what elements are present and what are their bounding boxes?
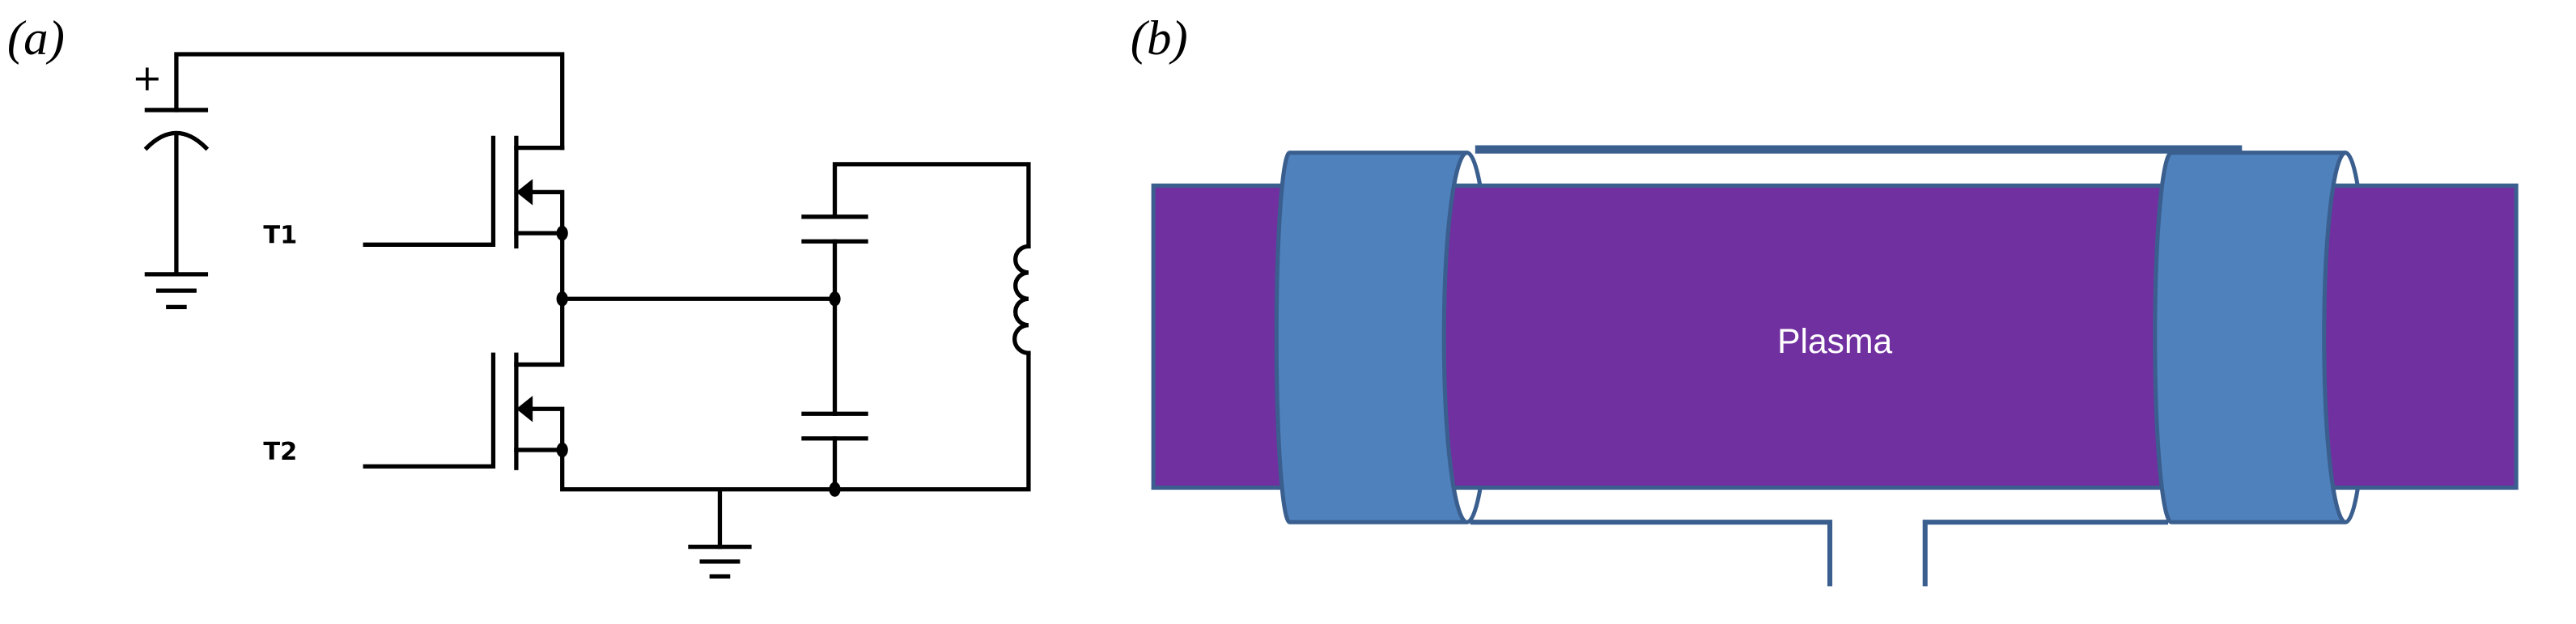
ground-icon (688, 486, 752, 579)
bottom-wire-right (1922, 520, 2169, 587)
battery-plus-sign: + (132, 57, 162, 100)
arrow-icon (516, 179, 533, 206)
capacitor-icon (801, 214, 868, 244)
t1-label: T1 (263, 221, 297, 249)
panel-a-label: (a) (7, 11, 65, 66)
battery-icon: + (132, 52, 565, 310)
transistor-t2: T2 (263, 231, 565, 470)
inductor-icon (1012, 244, 1031, 355)
junction-dots (556, 225, 841, 497)
circuit-diagram: (a) + T1 T2 (7, 11, 1031, 579)
right-electrode (2153, 151, 2346, 524)
plasma-tube-diagram: (b) Plasma (1131, 11, 2519, 587)
t2-label: T2 (263, 438, 297, 466)
transistor-t1: T1 (263, 135, 565, 249)
left-electrode (1274, 151, 1468, 524)
arrow-icon (516, 395, 533, 422)
capacitor-icon (801, 411, 868, 441)
panel-b-label: (b) (1131, 11, 1188, 66)
plasma-label: Plasma (1777, 322, 1892, 361)
bottom-wire-left (1470, 520, 1833, 587)
